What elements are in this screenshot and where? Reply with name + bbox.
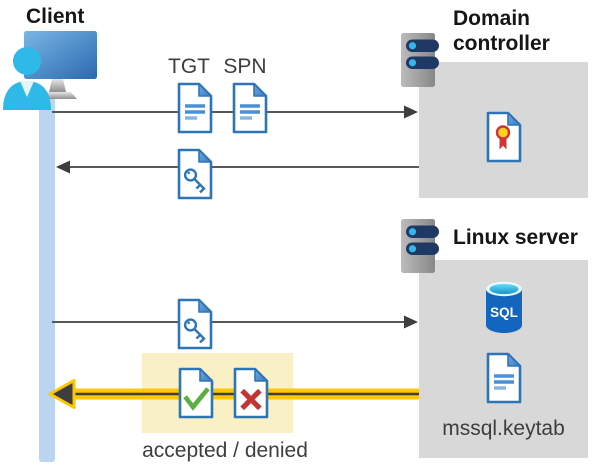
tgt-ticket-document-icon <box>177 82 213 134</box>
linux-server-label: Linux server <box>453 226 578 249</box>
tgt-label: TGT <box>168 55 210 78</box>
linux-server-icon <box>401 219 439 273</box>
key-document-icon-linux <box>177 298 213 350</box>
client-workstation-icon <box>3 31 97 110</box>
result-highlight-box <box>142 353 293 433</box>
arrow-client-to-linux <box>52 315 418 329</box>
keytab-file-label: mssql.keytab <box>442 417 565 440</box>
domain-controller-server-icon <box>401 33 439 87</box>
key-document-icon-dc <box>177 148 213 200</box>
arrow-dc-to-client <box>56 160 419 174</box>
client-label: Client <box>26 5 85 28</box>
denied-x-document-icon <box>233 367 269 419</box>
accepted-check-document-icon <box>178 367 214 419</box>
spn-ticket-document-icon <box>232 82 268 134</box>
client-timeline-bar <box>39 94 55 462</box>
certificate-document-icon <box>486 111 522 163</box>
sql-database-icon: SQL <box>486 281 522 333</box>
sql-icon-label: SQL <box>490 305 518 320</box>
keytab-document-icon <box>486 352 522 404</box>
spn-label: SPN <box>223 55 267 78</box>
domain-controller-label: Domain controller <box>453 7 550 55</box>
result-label: accepted / denied <box>142 439 308 462</box>
